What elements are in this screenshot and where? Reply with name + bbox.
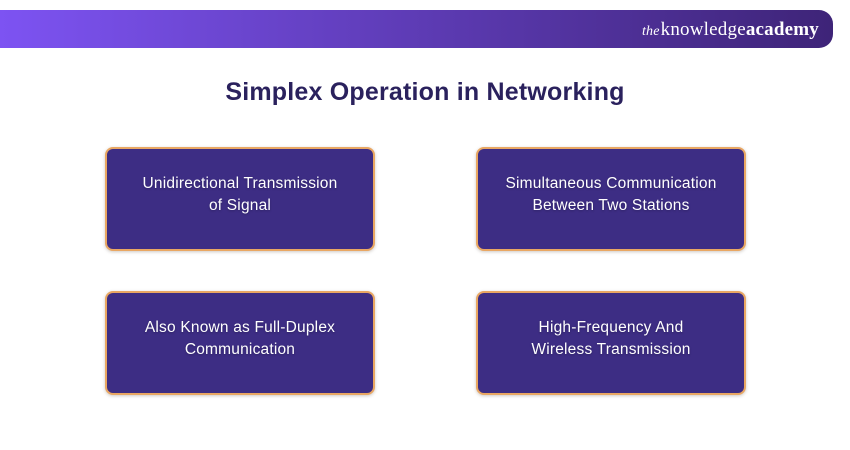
card-text-line: Also Known as Full-Duplex [144,319,336,336]
card-high-frequency-wireless: High-Frequency And Wireless Transmission [476,291,746,395]
card-simultaneous-communication: Simultaneous Communication Between Two S… [476,147,746,251]
knowledge-academy-logo: theknowledgeacademy [642,20,819,39]
card-text-line: Communication [184,341,296,358]
card-full-duplex-communication: Also Known as Full-Duplex Communication [105,291,375,395]
card-unidirectional-transmission: Unidirectional Transmission of Signal [105,147,375,251]
logo-knowledge: knowledge [660,18,746,40]
logo-the: the [641,23,660,39]
card-text-line: Simultaneous Communication [505,175,717,192]
card-text-line: High-Frequency And [538,319,684,336]
logo-academy: academy [745,18,819,40]
card-text-line: Wireless Transmission [531,341,691,358]
page-title: Simplex Operation in Networking [225,78,625,106]
card-text-line: Unidirectional Transmission [142,175,338,192]
card-text-line: Between Two Stations [532,197,690,214]
card-text-line: of Signal [208,197,272,214]
cards-grid: Unidirectional Transmission of Signal Si… [105,147,746,395]
header-bar: theknowledgeacademy [0,10,833,48]
